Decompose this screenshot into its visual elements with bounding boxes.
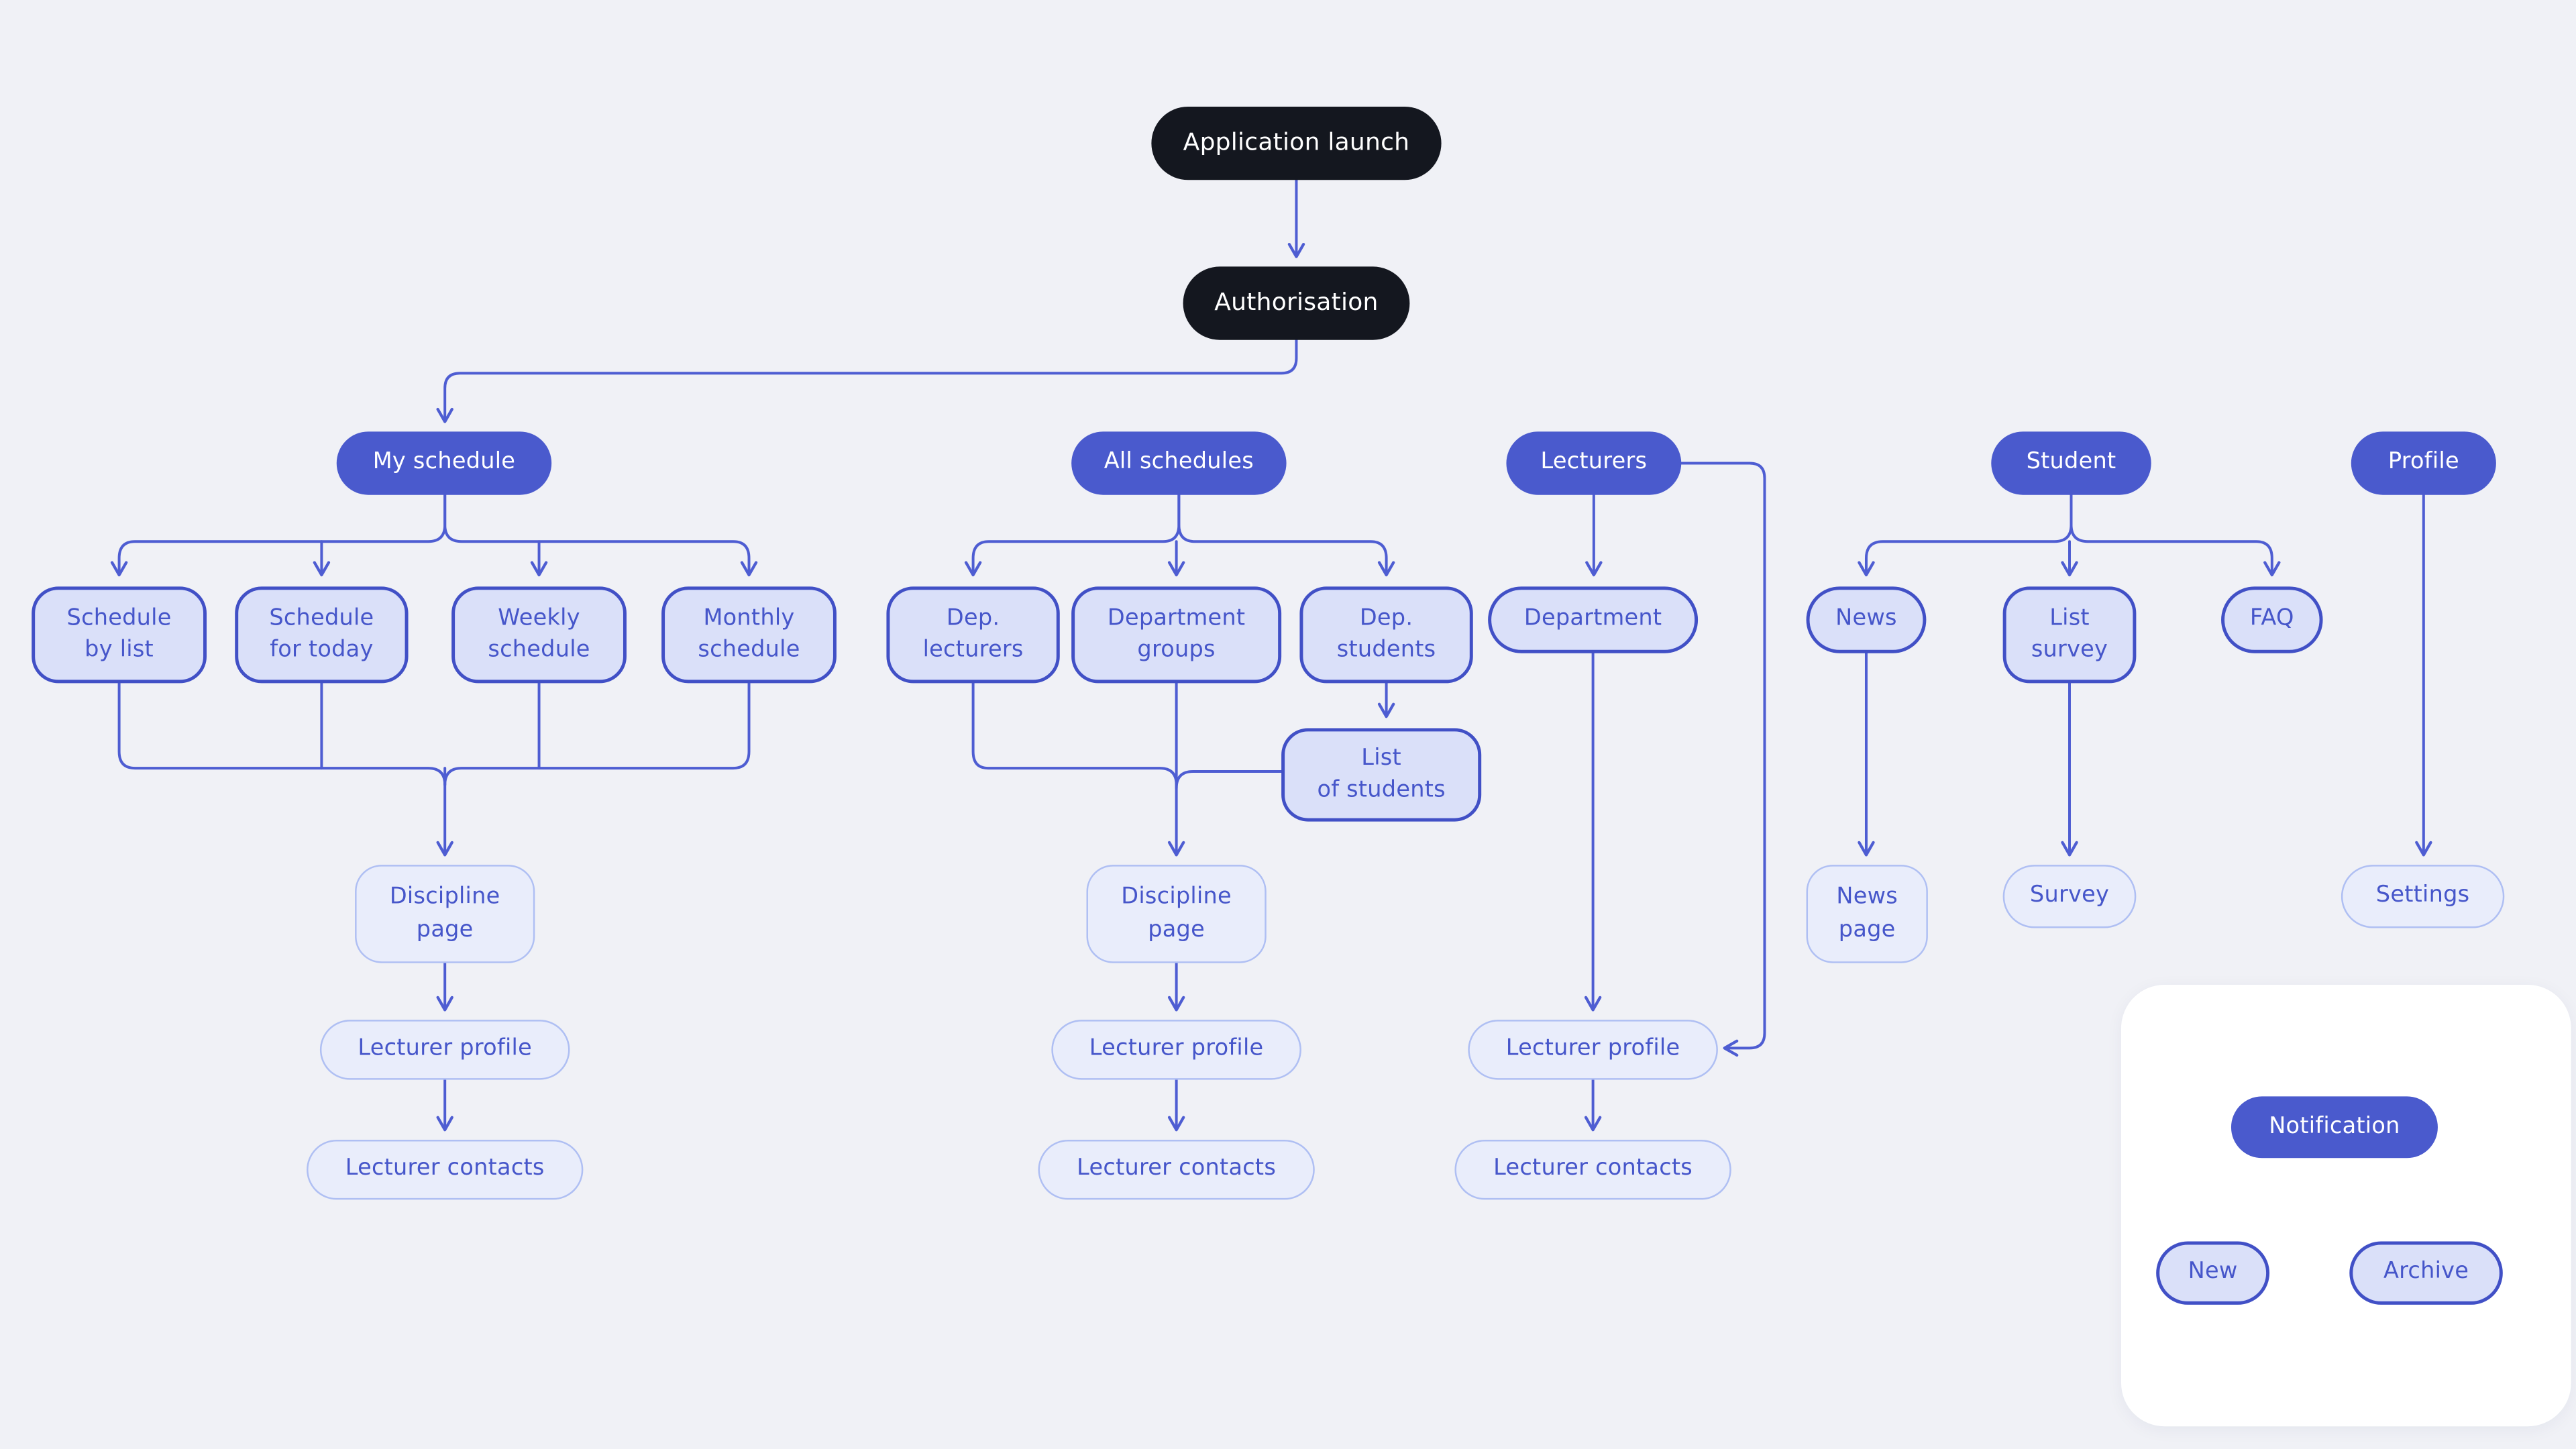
node-my-schedule[interactable]: My schedule	[336, 431, 552, 495]
node-dep-students[interactable]: Dep. students	[1299, 586, 1473, 684]
edge-list-of-students-join	[1175, 770, 1283, 790]
node-schedule-by-list[interactable]: Schedule by list	[32, 586, 207, 684]
node-monthly-schedule[interactable]: Monthly schedule	[661, 586, 837, 684]
node-profile[interactable]: Profile	[2351, 431, 2496, 495]
node-lecturer-contacts-3[interactable]: Lecturer contacts	[1454, 1139, 1731, 1200]
node-new[interactable]: New	[2156, 1241, 2270, 1305]
node-archive[interactable]: Archive	[2349, 1241, 2503, 1305]
notification-card	[2121, 984, 2571, 1427]
edge-dep-lecturers-join	[971, 682, 1178, 786]
node-lecturer-profile-3[interactable]: Lecturer profile	[1468, 1020, 1718, 1080]
node-student[interactable]: Student	[1991, 431, 2151, 495]
node-lecturer-profile-1[interactable]: Lecturer profile	[319, 1020, 570, 1080]
node-dep-lecturers[interactable]: Dep. lecturers	[886, 586, 1060, 684]
node-settings[interactable]: Settings	[2341, 865, 2505, 928]
edge-lecturers-lecturer-profile-3-loop	[1680, 462, 1766, 1057]
node-authorisation[interactable]: Authorisation	[1183, 266, 1410, 340]
node-faq[interactable]: FAQ	[2221, 586, 2323, 653]
node-news[interactable]: News	[1806, 586, 1927, 653]
edge-my-schedule-monthly-schedule	[443, 493, 758, 577]
edge-student-news	[1858, 493, 2073, 577]
edge-all-schedules-dep-lecturers	[964, 493, 1181, 577]
node-discipline-page-2[interactable]: Discipline page	[1086, 865, 1267, 963]
node-department-groups[interactable]: Department groups	[1071, 586, 1282, 684]
node-lecturers[interactable]: Lecturers	[1506, 431, 1682, 495]
node-schedule-for-today[interactable]: Schedule for today	[235, 586, 409, 684]
edge-my-schedule-schedule-by-list	[110, 493, 447, 577]
node-discipline-page-1[interactable]: Discipline page	[355, 865, 535, 963]
node-lecturer-profile-2[interactable]: Lecturer profile	[1051, 1020, 1301, 1080]
node-list-survey[interactable]: List survey	[2002, 586, 2137, 684]
node-application-launch[interactable]: Application launch	[1151, 106, 1442, 180]
edge-monthly-schedule-join	[443, 682, 751, 786]
node-notification[interactable]: Notification	[2231, 1096, 2438, 1159]
edge-all-schedules-dep-students	[1177, 493, 1395, 577]
edge-student-faq	[2070, 493, 2281, 577]
node-all-schedules[interactable]: All schedules	[1071, 431, 1287, 495]
edge-schedule-by-list-join	[117, 682, 447, 786]
node-lecturer-contacts-2[interactable]: Lecturer contacts	[1038, 1139, 1315, 1200]
node-survey[interactable]: Survey	[2002, 865, 2137, 928]
node-weekly-schedule[interactable]: Weekly schedule	[451, 586, 627, 684]
node-news-page[interactable]: News page	[1806, 865, 1928, 963]
edge-authorisation-my-schedule	[436, 338, 1298, 423]
node-lecturer-contacts-1[interactable]: Lecturer contacts	[307, 1139, 584, 1200]
node-list-of-students[interactable]: List of students	[1281, 728, 1482, 822]
node-department[interactable]: Department	[1488, 586, 1699, 653]
